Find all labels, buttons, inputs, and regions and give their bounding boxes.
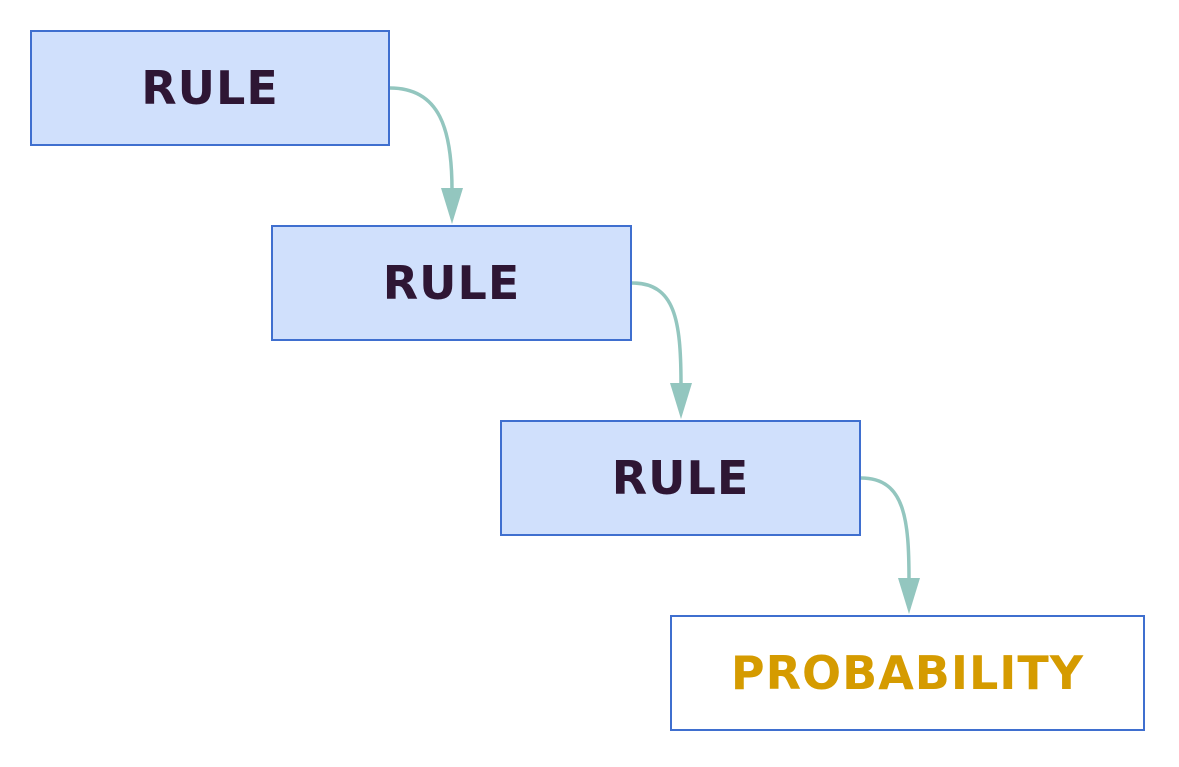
- arrowhead-icon: [441, 188, 463, 224]
- rule-node-1: RULE: [30, 30, 390, 146]
- probability-node: PROBABILITY: [670, 615, 1145, 731]
- rule-node-2: RULE: [271, 225, 632, 341]
- arrow-rule2-to-rule3: [631, 281, 683, 386]
- arrow-rule1-to-rule2: [389, 86, 454, 191]
- arrowhead-icon: [670, 383, 692, 419]
- arrow-rule3-to-probability: [860, 476, 911, 581]
- rule-node-3: RULE: [500, 420, 861, 536]
- arrowhead-icon: [898, 578, 920, 614]
